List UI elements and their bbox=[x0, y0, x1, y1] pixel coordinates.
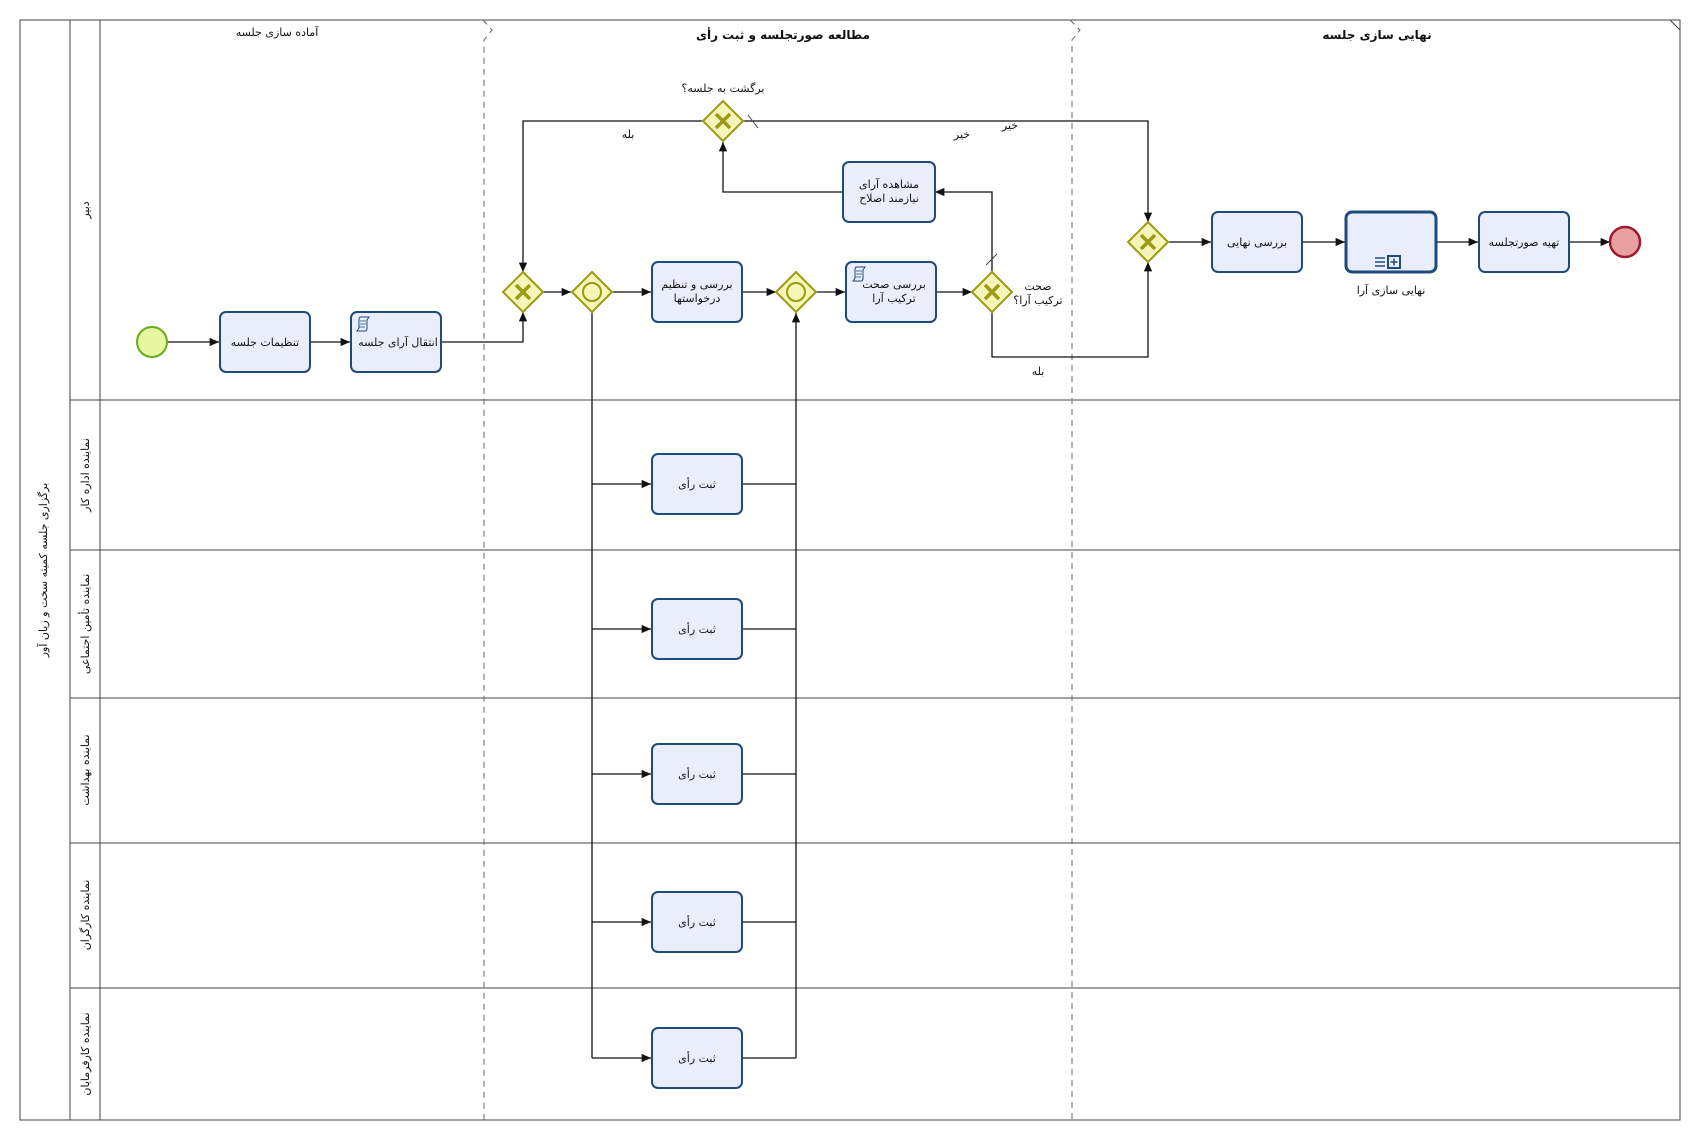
flow-view-return bbox=[718, 142, 842, 193]
subprocess-finalize-label: نهایی سازی آرا bbox=[1357, 283, 1426, 297]
phase-separator-2 bbox=[1069, 19, 1081, 1120]
flow-return-yes bbox=[518, 120, 703, 272]
flow-label-no-2: خیر bbox=[1001, 119, 1018, 132]
flow-label-yes-return: بله bbox=[622, 128, 635, 141]
task-review-requests-line2: درخواستها bbox=[674, 292, 721, 305]
gateway-return[interactable] bbox=[701, 99, 745, 143]
task-review-requests[interactable]: بررسی و تنظیم درخواستها bbox=[651, 261, 743, 323]
gateway-check-votes[interactable] bbox=[970, 270, 1014, 314]
task-check-votes-line1: بررسی صحت bbox=[862, 278, 926, 291]
task-register-vote-label: ثبت رأی bbox=[678, 622, 716, 636]
start-event[interactable] bbox=[136, 326, 168, 358]
lane-label-workers: نماینده کارگران bbox=[79, 880, 92, 951]
task-check-votes-line2: ترکیب آرا bbox=[872, 291, 915, 305]
task-transfer-label: انتقال آرای جلسه bbox=[358, 335, 438, 349]
task-review-requests-line1: بررسی و تنظیم bbox=[661, 278, 732, 291]
task-final-review[interactable]: بررسی نهایی bbox=[1211, 211, 1303, 273]
default-marker-check bbox=[985, 253, 998, 266]
pool-title: برگزاری جلسه کمیته سخت و زیان آور bbox=[36, 483, 50, 659]
task-final-review-label: بررسی نهایی bbox=[1227, 236, 1287, 249]
phase-separators: آماده سازی جلسه مطالعه صورتجلسه و ثبت رأ… bbox=[236, 19, 1681, 1120]
task-register-vote-label: ثبت رأی bbox=[678, 1051, 716, 1065]
flow-check-yes bbox=[991, 262, 1153, 358]
gateway-check-label-line1: صحت bbox=[1024, 280, 1051, 293]
phase-title-finalize: نهایی سازی جلسه bbox=[1322, 28, 1431, 42]
end-event[interactable] bbox=[1608, 225, 1642, 259]
phase-title-prepare: آماده سازی جلسه bbox=[236, 25, 320, 39]
script-icon bbox=[852, 266, 866, 282]
task-register-vote-social-security[interactable]: ثبت رأی bbox=[651, 598, 743, 660]
lane-label-social-security: نماینده تأمین اجتماعی bbox=[77, 574, 92, 674]
task-prepare-minutes[interactable]: تهیه صورتجلسه bbox=[1478, 211, 1570, 273]
subprocess-finalize-votes[interactable] bbox=[1344, 210, 1438, 274]
flow-transfer-merge bbox=[441, 312, 528, 343]
task-register-vote-label: ثبت رأی bbox=[678, 915, 716, 929]
task-register-vote-labor-office[interactable]: ثبت رأی bbox=[651, 453, 743, 515]
lane-label-secretary: دبیر bbox=[79, 201, 92, 219]
task-view-votes-line1: مشاهده آرای bbox=[859, 177, 919, 191]
flow-label-no-1: خیر bbox=[953, 128, 970, 141]
task-check-votes[interactable]: بررسی صحت ترکیب آرا bbox=[845, 261, 937, 323]
gateway-check-label-line2: ترکیب آرا؟ bbox=[1013, 293, 1062, 307]
script-icon bbox=[356, 316, 370, 332]
task-register-vote-label: ثبت رأی bbox=[678, 477, 716, 491]
flow-label-yes-check: بله bbox=[1032, 365, 1045, 378]
gateway-split[interactable] bbox=[570, 270, 614, 314]
task-settings[interactable]: تنظیمات جلسه bbox=[219, 311, 311, 373]
lane-label-employers: نماینده کارفرمایان bbox=[79, 1012, 92, 1095]
collapsed-subprocess-icon bbox=[1375, 255, 1401, 269]
phase-end-edge bbox=[1669, 19, 1681, 1120]
flow-check-view bbox=[935, 187, 993, 272]
phase-title-review: مطالعه صورتجلسه و ثبت رأی bbox=[696, 27, 870, 43]
default-marker-return bbox=[747, 114, 759, 129]
task-register-vote-workers[interactable]: ثبت رأی bbox=[651, 891, 743, 953]
gateway-merge[interactable] bbox=[501, 270, 545, 314]
flow-return-no bbox=[743, 120, 1153, 222]
sequence-flows bbox=[166, 114, 1610, 1063]
task-transfer-votes[interactable]: انتقال آرای جلسه bbox=[350, 311, 442, 373]
pool: برگزاری جلسه کمیته سخت و زیان آور دبیر ن… bbox=[19, 19, 1681, 1121]
task-settings-label: تنظیمات جلسه bbox=[231, 336, 299, 349]
phase-separator-1 bbox=[482, 19, 493, 1120]
task-register-vote-employers[interactable]: ثبت رأی bbox=[651, 1027, 743, 1089]
gateway-final-merge[interactable] bbox=[1126, 220, 1170, 264]
task-prepare-minutes-label: تهیه صورتجلسه bbox=[1489, 236, 1560, 249]
task-register-vote-health[interactable]: ثبت رأی bbox=[651, 743, 743, 805]
task-register-vote-label: ثبت رأی bbox=[678, 767, 716, 781]
lane-label-health: نماینده بهداشت bbox=[79, 734, 92, 805]
task-view-votes-line2: نیازمند اصلاح bbox=[859, 192, 919, 205]
task-view-votes[interactable]: مشاهده آرای نیازمند اصلاح bbox=[842, 161, 936, 223]
lane-label-labor-office: نماینده اداره کار bbox=[79, 438, 92, 513]
gateway-join[interactable] bbox=[774, 270, 818, 314]
gateway-return-label: برگشت به جلسه؟ bbox=[682, 82, 765, 95]
